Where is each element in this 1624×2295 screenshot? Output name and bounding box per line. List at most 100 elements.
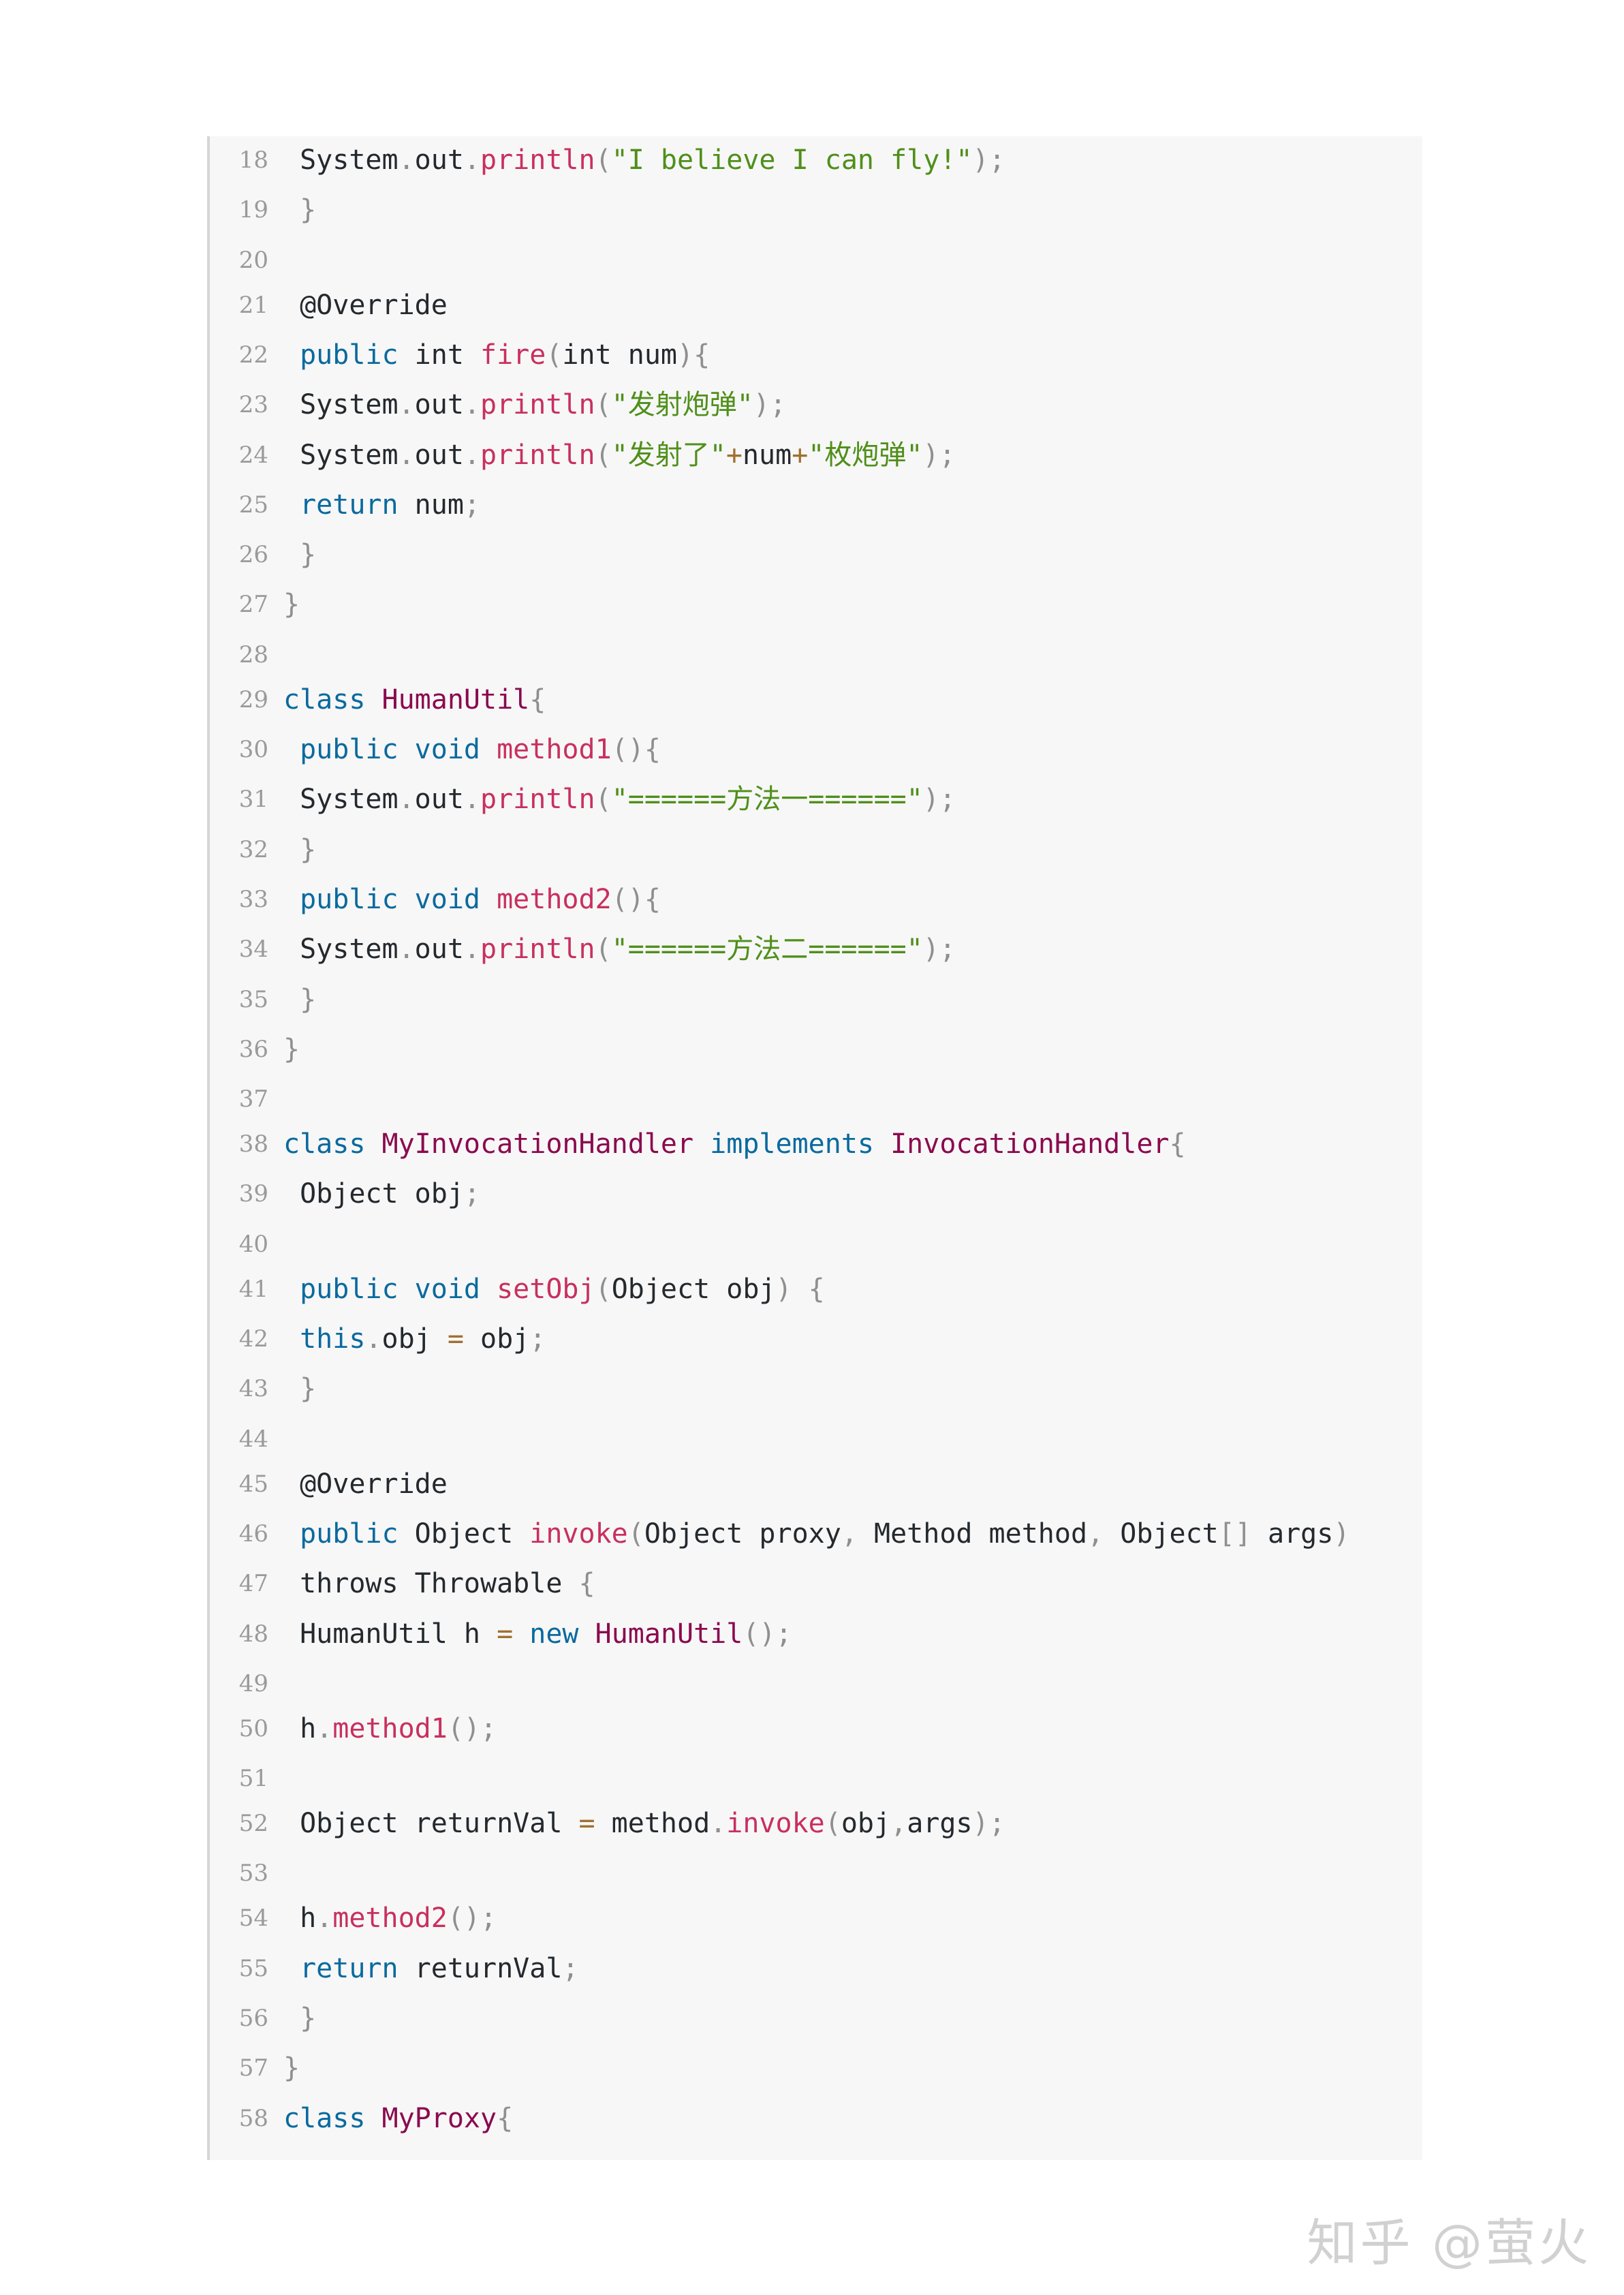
- code-token: new: [529, 1618, 579, 1650]
- code-line: 27}: [210, 581, 1422, 628]
- code-token: void: [414, 1273, 480, 1305]
- code-token: }: [283, 983, 317, 1015]
- code-line: 48 HumanUtil h = new HumanUtil();: [210, 1610, 1422, 1658]
- code-line: 19 }: [210, 186, 1422, 234]
- code-token: [480, 884, 497, 915]
- code-line: 52 Object returnVal = method.invoke(obj,…: [210, 1800, 1422, 1847]
- code-token: println: [480, 439, 595, 471]
- code-token: {: [578, 1568, 595, 1600]
- line-number: 38: [238, 1130, 268, 1158]
- code-token: ,: [841, 1518, 874, 1550]
- line-number: 57: [238, 2054, 268, 2082]
- line-number: 41: [238, 1275, 268, 1303]
- code-token: .: [365, 1323, 382, 1355]
- code-token: MyProxy: [381, 2102, 497, 2134]
- code-token: throws Throwable: [283, 1568, 579, 1600]
- code-token: (){: [611, 734, 661, 765]
- line-number: 52: [238, 1810, 268, 1838]
- code-token: implements: [710, 1128, 874, 1160]
- code-token: System: [283, 934, 399, 966]
- code-token: obj: [841, 1808, 891, 1840]
- code-token: @Override: [283, 1468, 448, 1500]
- code-token: }: [283, 2003, 317, 2034]
- code-text: class HumanUtil{: [283, 676, 546, 724]
- line-number: 27: [238, 591, 268, 619]
- code-token: returnVal: [398, 1952, 563, 1984]
- code-line: 26 }: [210, 531, 1422, 579]
- code-text: }: [283, 581, 300, 628]
- code-token: );: [972, 1808, 1005, 1840]
- code-token: Method method: [873, 1518, 1088, 1550]
- code-token: "======方法一======": [611, 784, 923, 816]
- code-token: []: [1218, 1518, 1251, 1550]
- code-line: 37: [210, 1075, 1422, 1123]
- code-token: +: [725, 439, 743, 471]
- code-token: method2: [332, 1903, 448, 1935]
- code-token: ();: [743, 1618, 792, 1650]
- code-token: ();: [447, 1712, 497, 1744]
- code-token: {: [1169, 1128, 1186, 1160]
- code-token: Object: [1120, 1518, 1219, 1550]
- code-token: setObj: [497, 1273, 595, 1305]
- code-text: class MyInvocationHandler implements Inv…: [283, 1120, 1186, 1168]
- code-text: }: [283, 1026, 300, 1073]
- line-number: 39: [238, 1180, 268, 1208]
- code-line: 33 public void method2(){: [210, 876, 1422, 923]
- code-token: .: [463, 389, 481, 421]
- code-token: "发射了": [611, 439, 726, 471]
- code-line: 50 h.method1();: [210, 1705, 1422, 1753]
- code-token: ): [1333, 1518, 1350, 1550]
- code-token: method: [595, 1808, 710, 1840]
- code-line: 35 }: [210, 976, 1422, 1023]
- line-number: 37: [238, 1085, 268, 1113]
- code-token: obj: [381, 1323, 448, 1355]
- code-token: class: [283, 683, 366, 715]
- code-line: 22 public int fire(int num){: [210, 331, 1422, 379]
- code-token: }: [283, 194, 317, 226]
- code-token: println: [480, 389, 595, 421]
- code-token: ,: [890, 1808, 907, 1840]
- code-token: Object: [398, 1518, 530, 1550]
- line-number: 51: [238, 1765, 268, 1793]
- code-token: [399, 884, 415, 915]
- code-line: 31 System.out.println("======方法一======")…: [210, 775, 1422, 823]
- code-token: InvocationHandler: [890, 1128, 1170, 1160]
- code-token: println: [480, 934, 595, 966]
- code-token: }: [283, 2052, 300, 2084]
- code-text: class MyProxy{: [283, 2095, 513, 2142]
- code-token: .: [316, 1903, 333, 1935]
- code-token: ) {: [775, 1273, 825, 1305]
- code-token: HumanUtil h: [283, 1618, 497, 1650]
- code-token: =: [447, 1323, 464, 1355]
- line-number: 31: [238, 786, 268, 814]
- code-token: "发射炮弹": [611, 389, 753, 421]
- code-token: }: [283, 1033, 300, 1065]
- code-token: "======方法二======": [611, 934, 923, 966]
- code-token: (: [595, 439, 612, 471]
- code-token: fire: [480, 339, 546, 371]
- code-token: Object proxy: [644, 1518, 841, 1550]
- code-token: );: [922, 934, 956, 966]
- code-line: 21 @Override: [210, 281, 1422, 329]
- code-token: MyInvocationHandler: [381, 1128, 694, 1160]
- code-token: (){: [611, 883, 661, 915]
- code-token: return: [283, 489, 399, 521]
- code-token: System: [283, 389, 399, 421]
- code-token: ;: [463, 489, 480, 521]
- code-text: this.obj = obj;: [283, 1315, 546, 1363]
- code-token: (: [824, 1808, 841, 1840]
- code-token: }: [283, 833, 317, 865]
- watermark: 知乎 @萤火: [1307, 2214, 1591, 2273]
- line-number: 20: [238, 246, 268, 274]
- code-text: Object returnVal = method.invoke(obj,arg…: [283, 1800, 1005, 1847]
- code-text: @Override: [283, 281, 448, 329]
- code-token: method1: [497, 734, 612, 765]
- code-token: ){: [677, 339, 710, 371]
- code-token: println: [480, 144, 595, 176]
- code-token: .: [463, 144, 481, 176]
- code-block: 18 System.out.println("I believe I can f…: [207, 136, 1422, 2160]
- code-token: h: [283, 1712, 317, 1744]
- code-token: .: [463, 934, 481, 966]
- code-token: "枚炮弹": [808, 439, 923, 471]
